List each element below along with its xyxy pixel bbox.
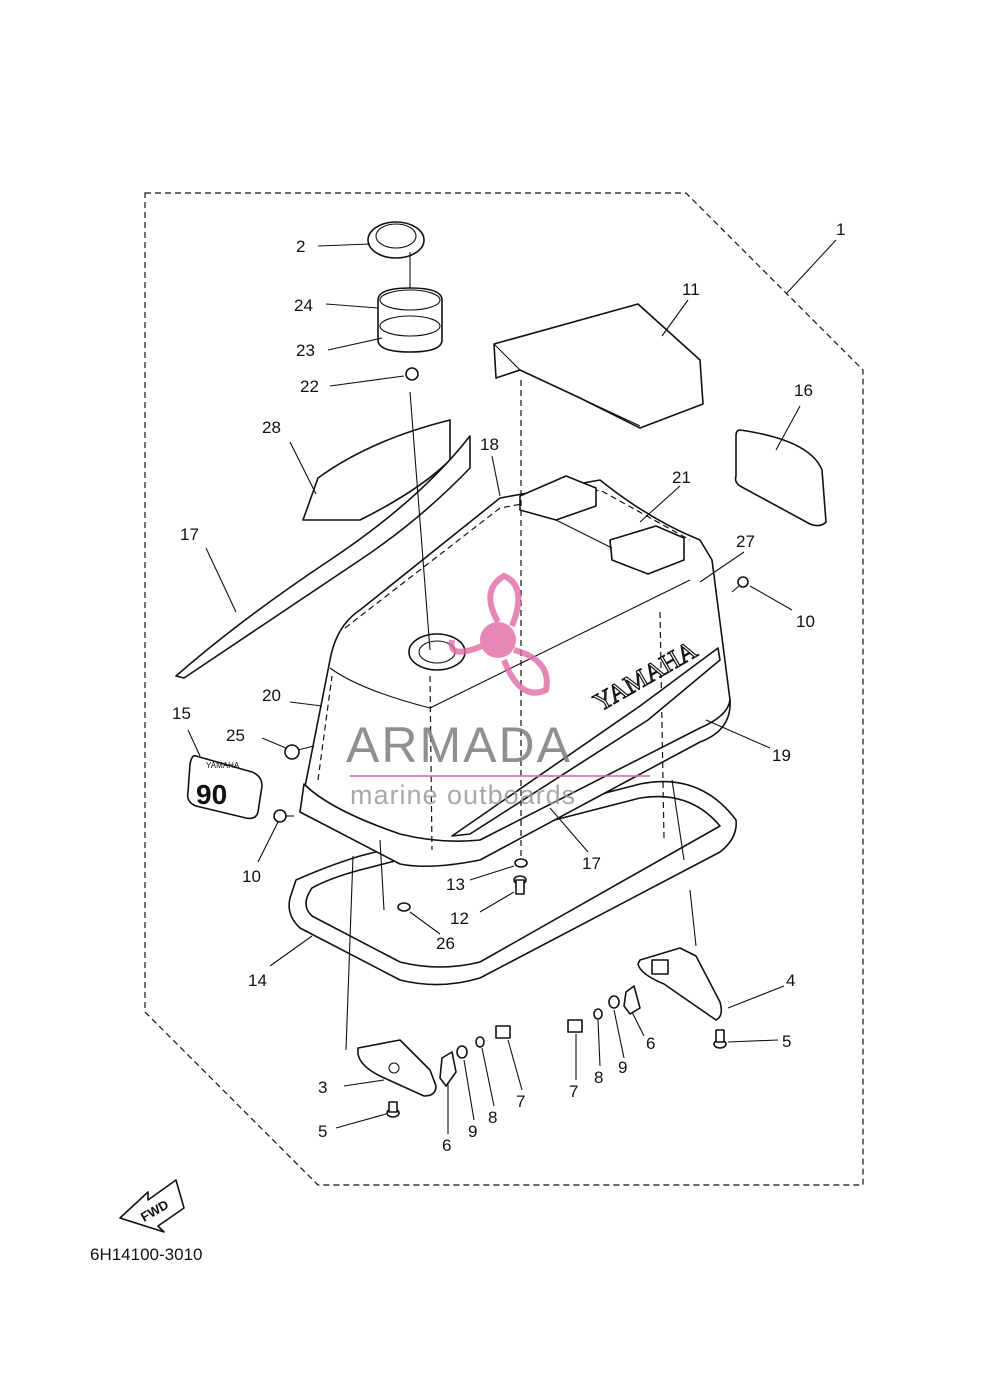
part-screw-right (731, 576, 749, 593)
part-bolt-12 (513, 875, 527, 895)
callout-17-right: 17 (582, 854, 601, 873)
part-side-stripe-long (175, 435, 471, 679)
part-screw-25 (284, 744, 315, 760)
propeller-logo-icon (448, 572, 550, 696)
callout-16: 16 (794, 381, 813, 400)
diagram-code: 6H14100-3010 (90, 1245, 202, 1264)
part-grommet-13 (514, 858, 528, 868)
callout-4: 4 (786, 971, 795, 990)
callout-numbers: 1 2 24 23 22 28 17 18 11 16 21 27 10 19 … (172, 220, 845, 1155)
callout-28: 28 (262, 418, 281, 437)
part-grommet (377, 287, 443, 353)
callout-2: 2 (296, 237, 305, 256)
callout-7-right: 7 (569, 1082, 578, 1101)
callout-8-left: 8 (488, 1108, 497, 1127)
part-bracket-left (357, 1039, 437, 1118)
callout-9-left: 9 (468, 1122, 477, 1141)
part-cap (367, 221, 425, 290)
callout-5-right: 5 (782, 1032, 791, 1051)
svg-text:90: 90 (196, 779, 227, 810)
callout-10-left: 10 (242, 867, 261, 886)
watermark: ARMADA marine outboards (346, 572, 650, 810)
callout-1: 1 (836, 220, 845, 239)
callout-15: 15 (172, 704, 191, 723)
part-air-duct (519, 475, 685, 575)
callout-20: 20 (262, 686, 281, 705)
part-seal (288, 780, 737, 986)
part-emblem: YAMAHA 90 (186, 754, 263, 820)
svg-text:marine outboards: marine outboards (350, 780, 576, 810)
callout-27: 27 (736, 532, 755, 551)
callout-9-right: 9 (618, 1058, 627, 1077)
part-bracket-right (637, 947, 727, 1049)
callout-5-left: 5 (318, 1122, 327, 1141)
part-side-stripe-upper (302, 419, 451, 521)
callout-8-right: 8 (594, 1068, 603, 1087)
callout-22: 22 (300, 377, 319, 396)
callout-21: 21 (672, 468, 691, 487)
part-decal (734, 429, 827, 527)
callout-18: 18 (480, 435, 499, 454)
part-hardware-left (439, 1025, 511, 1087)
part-clip (405, 367, 419, 381)
callout-11: 11 (682, 280, 700, 299)
callout-25: 25 (226, 726, 245, 745)
part-screw-left (273, 809, 294, 823)
svg-text:YAMAHA: YAMAHA (206, 761, 240, 770)
callout-14: 14 (248, 971, 267, 990)
callout-26: 26 (436, 934, 455, 953)
callout-17-left: 17 (180, 525, 199, 544)
assembly-boundary (144, 192, 864, 1186)
part-top-cover (493, 303, 704, 429)
callout-19: 19 (772, 746, 791, 765)
callout-7-left: 7 (516, 1092, 525, 1111)
part-top-cowling: YAMAHA (299, 479, 731, 868)
callout-23: 23 (296, 341, 315, 360)
callout-6-left: 6 (442, 1136, 451, 1155)
part-hardware-right (567, 985, 641, 1033)
callout-6-right: 6 (646, 1034, 655, 1053)
callout-24: 24 (294, 296, 313, 315)
callout-13: 13 (446, 875, 465, 894)
callout-3: 3 (318, 1078, 327, 1097)
leader-lines (187, 243, 801, 1134)
callout-12: 12 (450, 909, 469, 928)
fwd-arrow-icon: FWD (119, 1179, 185, 1233)
callout-10-right: 10 (796, 612, 815, 631)
svg-text:ARMADA: ARMADA (346, 717, 572, 773)
part-grommet-26 (397, 902, 411, 912)
leader-1 (785, 239, 837, 295)
